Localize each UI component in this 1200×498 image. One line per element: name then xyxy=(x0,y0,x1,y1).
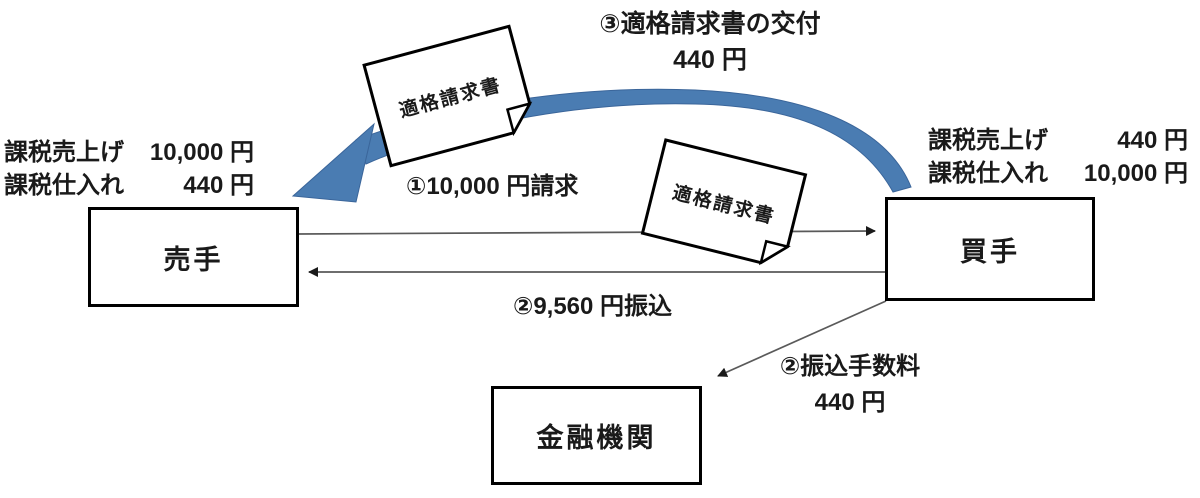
curved-arrowhead xyxy=(291,122,375,203)
buyer-box: 買手 xyxy=(885,197,1095,301)
buyer-taxable-sales-label: 課税売上げ xyxy=(928,127,1048,154)
seller-taxable-sales-value: 10,000 円 xyxy=(149,139,254,166)
buyer-taxable-purchase-label: 課税仕入れ xyxy=(928,160,1048,187)
bank-box-label: 金融機関 xyxy=(536,423,657,453)
buyer-box-label: 買手 xyxy=(960,236,1020,267)
request-arrow-label: ①10,000 円請求 xyxy=(406,173,579,200)
fee-arrow-label-line2: 440 円 xyxy=(814,389,886,416)
buyer-taxable-purchase-row: 課税仕入れ 10,000 円 xyxy=(928,157,1188,190)
invoice-document-1: 適格請求書 xyxy=(362,24,533,168)
seller-taxable-purchase-label: 課税仕入れ xyxy=(4,172,124,199)
invoice-document-2: 適格請求書 xyxy=(640,138,808,266)
seller-taxable-sales-row: 課税売上げ 10,000 円 xyxy=(4,136,254,169)
flow3-delivery-text: ③適格請求書の交付 xyxy=(599,10,821,38)
payment-arrow-label: ②9,560 円振込 xyxy=(513,293,673,320)
fee-arrow-label: ②振込手数料 440 円 xyxy=(755,349,945,421)
bank-box: 金融機関 xyxy=(491,386,702,485)
fee-arrow xyxy=(717,300,887,377)
buyer-tax-info: 課税売上げ 440 円 課税仕入れ 10,000 円 xyxy=(928,124,1188,190)
document-folded-corner xyxy=(505,101,533,137)
seller-taxable-purchase-value: 440 円 xyxy=(183,172,254,199)
seller-tax-info: 課税売上げ 10,000 円 課税仕入れ 440 円 xyxy=(4,136,254,202)
fee-arrow-label-line1: ②振込手数料 xyxy=(779,353,921,380)
seller-box: 売手 xyxy=(88,207,299,307)
seller-taxable-purchase-row: 課税仕入れ 440 円 xyxy=(4,169,254,202)
buyer-taxable-sales-row: 課税売上げ 440 円 xyxy=(928,124,1188,157)
buyer-taxable-sales-value: 440 円 xyxy=(1117,127,1188,154)
flow3-delivery-label: ③適格請求書の交付 440 円 xyxy=(540,6,880,78)
document-folded-corner xyxy=(758,239,791,266)
flow3-delivery-amount: 440 円 xyxy=(673,46,747,74)
seller-box-label: 売手 xyxy=(163,244,224,275)
seller-taxable-sales-label: 課税売上げ xyxy=(4,139,124,166)
buyer-taxable-purchase-value: 10,000 円 xyxy=(1083,160,1188,187)
